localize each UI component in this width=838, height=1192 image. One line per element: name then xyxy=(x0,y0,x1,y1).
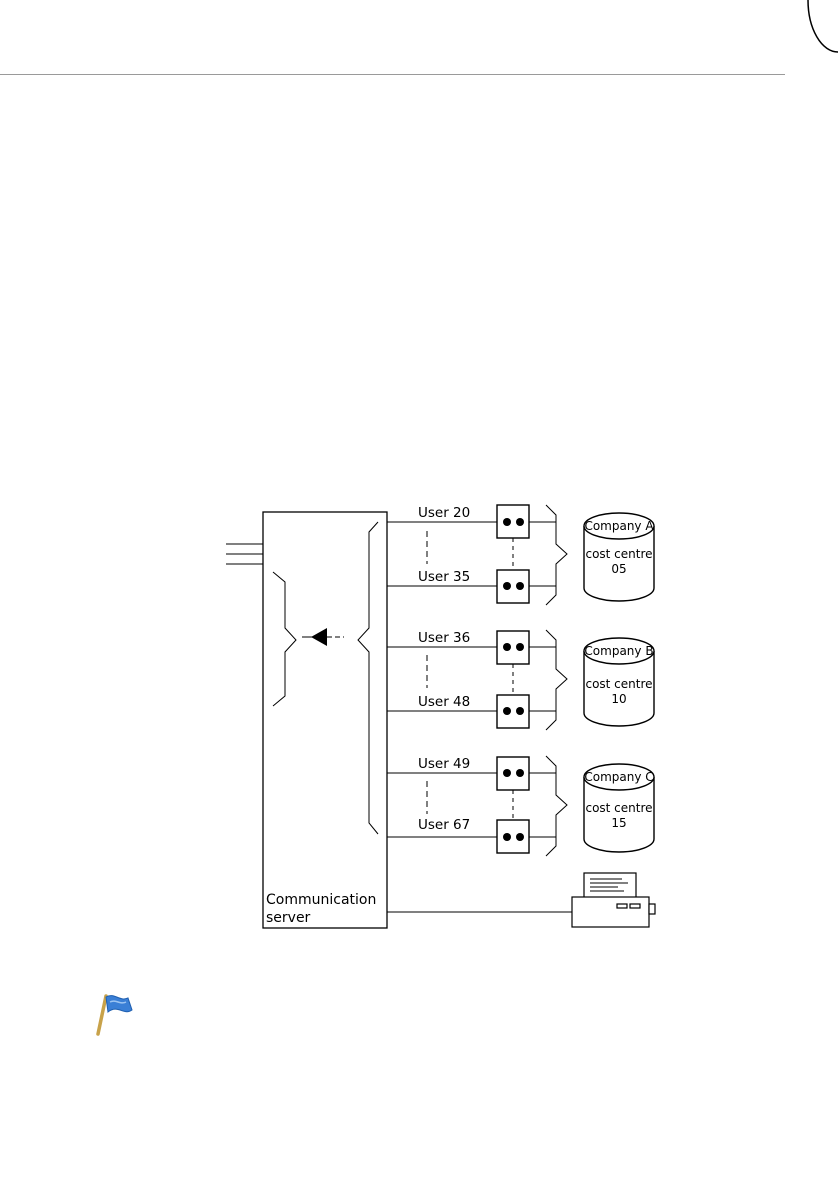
telephone-socket-icon xyxy=(497,631,529,664)
cost-centre-number: 15 xyxy=(611,816,626,830)
user-label: User 49 xyxy=(418,756,470,772)
company-label: Company B xyxy=(584,644,653,658)
note-flag-icon xyxy=(92,990,140,1038)
cost-centre-label: cost centre xyxy=(585,801,652,815)
trunk-lines xyxy=(226,544,263,564)
communication-server-box xyxy=(263,512,387,928)
user-label: User 36 xyxy=(418,630,470,646)
group-company-b: User 36 User 48 Company B cost centre 10 xyxy=(387,630,654,730)
telephone-socket-icon xyxy=(497,757,529,790)
user-label: User 35 xyxy=(418,569,470,585)
group-company-c: User 49 User 67 Company C cost centre 15 xyxy=(387,756,654,856)
telephone-socket-icon xyxy=(497,570,529,603)
company-label: Company A xyxy=(584,519,654,533)
printer-icon xyxy=(572,873,655,927)
server-label-line2: server xyxy=(266,910,311,926)
telephone-socket-icon xyxy=(497,505,529,538)
user-label: User 48 xyxy=(418,694,470,710)
telephone-socket-icon xyxy=(497,820,529,853)
cost-centre-label: cost centre xyxy=(585,677,652,691)
user-label: User 20 xyxy=(418,505,470,521)
company-label: Company C xyxy=(584,770,653,784)
server-label-line1: Communication xyxy=(266,892,376,908)
cost-centre-number: 10 xyxy=(611,692,626,706)
group-company-a: User 20 User 35 Company A cost centre 05 xyxy=(387,505,654,605)
cost-centre-label: cost centre xyxy=(585,547,652,561)
user-label: User 67 xyxy=(418,817,470,833)
cost-centre-number: 05 xyxy=(611,562,626,576)
telephone-socket-icon xyxy=(497,695,529,728)
